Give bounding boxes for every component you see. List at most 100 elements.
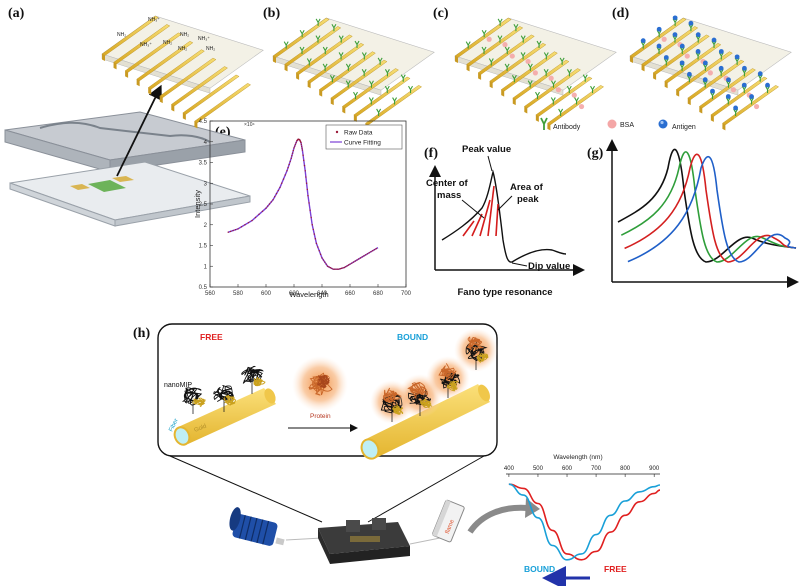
nanomip-icon xyxy=(241,365,264,384)
raw-data-point xyxy=(237,228,239,230)
antibody-icon xyxy=(734,57,740,65)
antibody-icon xyxy=(504,63,510,71)
f-area-label-2: peak xyxy=(517,194,539,205)
raw-data-point xyxy=(306,188,308,191)
curved-arrow-body xyxy=(467,504,529,534)
raw-data-point xyxy=(375,247,377,250)
raw-data-point xyxy=(358,258,360,260)
x-tick-label: 580 xyxy=(233,291,244,297)
g-spectrum-line xyxy=(620,151,797,263)
grating-base xyxy=(272,17,435,91)
raw-data-point xyxy=(232,229,234,232)
raw-data-point xyxy=(301,147,303,149)
antibody-icon xyxy=(392,97,398,105)
x-tick-label: 700 xyxy=(401,291,412,297)
bsa-icon xyxy=(548,75,554,81)
grating-ridge-side xyxy=(512,98,516,106)
nanomip-icon xyxy=(407,382,428,400)
raw-data-point xyxy=(251,219,253,222)
fiber-bound xyxy=(360,384,490,460)
antibody-icon xyxy=(520,35,526,43)
x-tick-label: 640 xyxy=(317,291,328,297)
raw-data-point xyxy=(324,261,326,263)
raw-data-point xyxy=(352,261,355,263)
raw-data-point xyxy=(366,253,369,255)
antibody-icon xyxy=(520,52,526,60)
grating-ridge-side xyxy=(501,89,505,97)
grating-ridge-side xyxy=(641,64,645,72)
grating-ridge-side xyxy=(489,81,493,89)
antibody-icon xyxy=(338,35,344,43)
g-spectrum-line xyxy=(617,148,797,263)
h-inset-box xyxy=(157,323,498,457)
antibody-icon xyxy=(536,40,542,49)
grating-ridge-side xyxy=(478,72,482,80)
antibody-icon xyxy=(695,35,701,43)
antibody-icon xyxy=(686,75,692,83)
h-tick-label: 400 xyxy=(504,466,515,472)
nanomip-icon xyxy=(439,372,461,389)
grating-ridge-side xyxy=(466,64,470,72)
chart-e-fit-series xyxy=(227,138,379,270)
antibody-icon xyxy=(679,46,685,55)
panel-label-g: (g) xyxy=(587,146,604,161)
nanomip-icon xyxy=(213,385,235,404)
nanomip-icon xyxy=(317,374,330,389)
raw-data-point xyxy=(227,231,229,233)
raw-data-point xyxy=(356,259,358,261)
raw-data-point xyxy=(309,209,311,211)
h-tick-label: 800 xyxy=(620,466,631,472)
antibody-icon xyxy=(741,69,747,77)
panel-label-h: (h) xyxy=(133,326,151,341)
green-strip xyxy=(88,180,126,192)
raw-data-point xyxy=(284,174,286,176)
raw-data-point xyxy=(295,141,297,144)
grating-ridge-side xyxy=(342,106,346,114)
raw-data-point xyxy=(305,176,307,178)
antigen-icon xyxy=(725,94,731,99)
antigen-icon xyxy=(718,49,724,54)
fiber-label: Fiber xyxy=(168,418,179,433)
antigen-icon xyxy=(711,37,717,43)
raw-data-point xyxy=(332,268,334,270)
curved-arrow-head xyxy=(525,498,540,518)
antibody-icon xyxy=(329,75,335,83)
grating-ridge-side xyxy=(307,81,311,89)
antibody-icon xyxy=(408,85,414,94)
raw-data-point xyxy=(270,201,272,203)
raw-data-point xyxy=(326,265,329,267)
antibody-icon xyxy=(718,52,724,60)
grating-ridge-side xyxy=(102,54,105,61)
antibody-icon xyxy=(400,74,406,82)
raw-data-point xyxy=(343,266,346,269)
y-tick-label: 0.5 xyxy=(199,285,208,291)
protein-label: Protein xyxy=(310,413,331,420)
raw-data-point xyxy=(361,256,363,258)
raw-data-point xyxy=(301,145,303,148)
antigen-icon xyxy=(672,15,678,21)
raw-data-point xyxy=(291,152,294,154)
bsa-icon xyxy=(525,58,531,65)
antibody-icon xyxy=(566,85,572,94)
nanomip-icon xyxy=(392,403,404,415)
antibody-icon xyxy=(377,57,383,65)
raw-data-point xyxy=(244,224,246,226)
raw-data-point xyxy=(365,254,367,256)
h-bound-title: BOUND xyxy=(397,332,428,342)
antibody-icon xyxy=(331,23,337,32)
nh2-label-1: NH₂ xyxy=(117,32,126,38)
raw-data-point xyxy=(274,196,276,198)
raw-data-point xyxy=(340,267,343,270)
antigen-icon xyxy=(688,20,694,26)
raw-data-point xyxy=(351,262,353,264)
y-tick-label: 1.5 xyxy=(199,244,208,250)
antibody-icon xyxy=(315,18,321,26)
panel-label-d: (d) xyxy=(612,6,630,21)
y-tick-label: 4 xyxy=(204,140,208,146)
antibody-icon xyxy=(558,108,564,116)
nh3-label-3: NH₃⁺ xyxy=(198,36,210,42)
antibody-icon xyxy=(672,35,678,43)
bsa-icon xyxy=(753,103,760,110)
antigen-icon xyxy=(672,32,678,38)
